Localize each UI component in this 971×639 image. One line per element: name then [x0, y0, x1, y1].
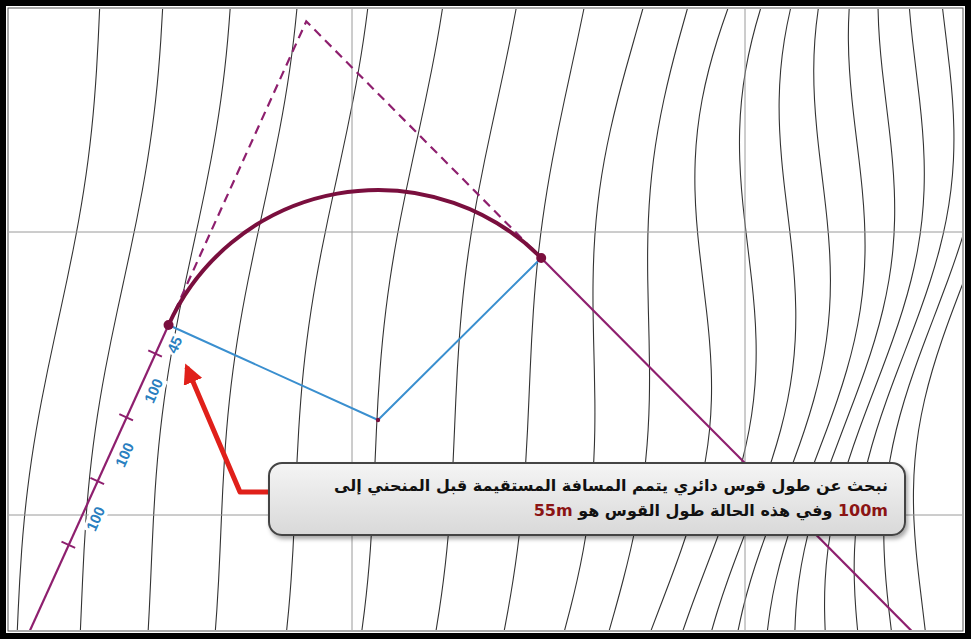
distance-label: 100: [140, 375, 167, 408]
contour-line: [361, 9, 447, 630]
frame-inner-line: [8, 8, 963, 631]
straight-after-curve: [541, 258, 962, 630]
contour-line: [286, 9, 371, 630]
contour-line: [736, 9, 830, 630]
straight-before-curve: [9, 325, 169, 630]
contour-line: [647, 9, 738, 630]
contour-line: [607, 9, 696, 630]
grid-line: [745, 9, 746, 630]
callout-box: نبحث عن طول قوس دائري يتمم المسافة المست…: [268, 462, 906, 536]
radius-lines: [169, 258, 542, 420]
distance-tick: [90, 478, 104, 484]
contour-line: [215, 9, 300, 630]
contour-line: [80, 9, 164, 630]
contour-line: [913, 9, 962, 630]
contour-line: [854, 9, 954, 630]
callout-arrow: [187, 367, 268, 492]
contour-line: [680, 9, 770, 630]
frame-border: [3, 3, 968, 636]
distance-tick: [119, 414, 133, 420]
contour-line: [884, 9, 962, 630]
tangent-dashed-line: [169, 21, 542, 325]
contour-line: [148, 9, 232, 630]
contour-lines: [17, 9, 962, 630]
contour-line: [795, 9, 895, 630]
contour-line: [709, 9, 798, 630]
contour-line: [562, 9, 651, 630]
distance-label: 100: [82, 502, 109, 535]
contour-line: [502, 9, 589, 630]
contour-line: [766, 9, 865, 630]
circular-arc: [169, 190, 542, 325]
callout-text: نبحث عن طول قوس دائري يتمم المسافة المست…: [286, 474, 888, 524]
distance-label: 100: [111, 438, 138, 471]
curve-center: [376, 418, 380, 422]
tangent-point: [164, 320, 174, 330]
distance-tick: [148, 350, 162, 356]
distance-tick: [61, 542, 75, 548]
contour-line: [17, 9, 101, 630]
tangent-point: [536, 253, 546, 263]
distance-label: 45: [163, 332, 187, 358]
contour-line: [825, 9, 925, 630]
grid-line: [9, 232, 962, 233]
road-alignment: [9, 21, 962, 630]
grid-line: [352, 9, 353, 630]
